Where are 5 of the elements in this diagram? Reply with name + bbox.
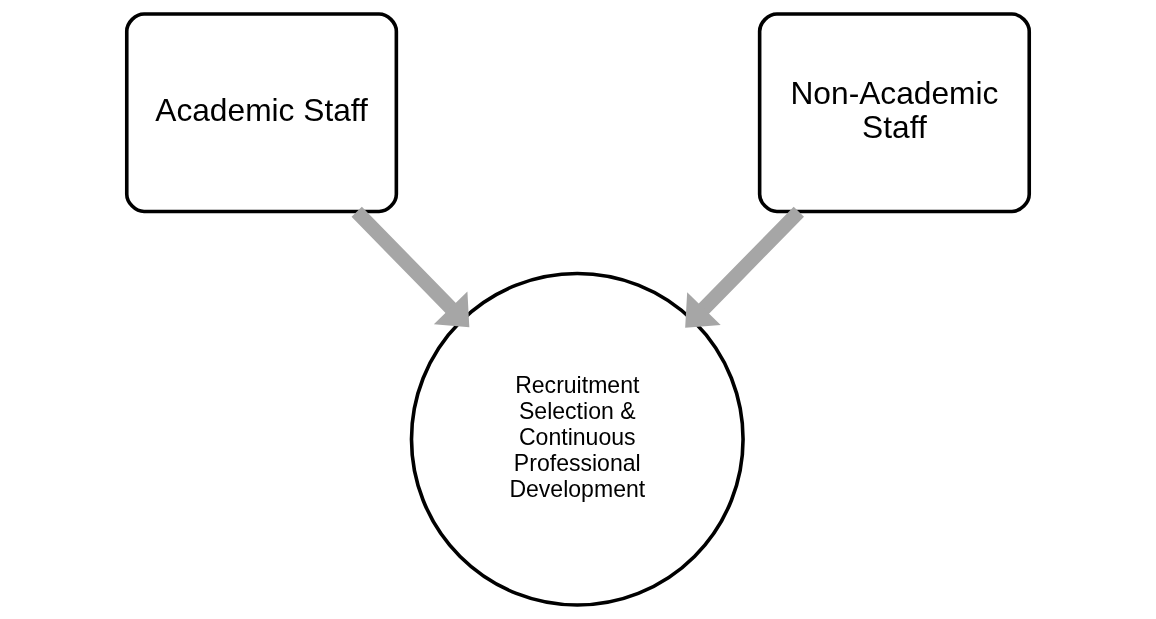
node-circle: Recruitment Selection & Continuous Professional Development: [409, 271, 745, 607]
node-box: Non-Academic Staff: [757, 12, 1032, 214]
arrow: [685, 206, 804, 328]
arrow: [351, 206, 470, 328]
node-box: Academic Staff: [124, 12, 399, 214]
